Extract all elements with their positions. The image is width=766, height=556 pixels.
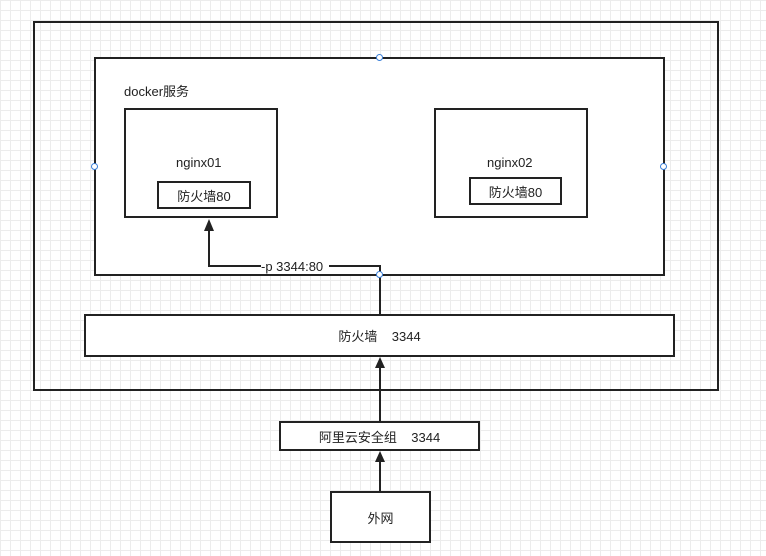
port-mapping-label: -p 3344:80 [261, 259, 324, 274]
docker-service-label: docker服务 [124, 84, 190, 99]
container-nginx01-firewall: 防火墙80 [157, 181, 251, 209]
arrowhead-security-group [375, 451, 385, 462]
container-nginx02-firewall: 防火墙80 [469, 177, 562, 205]
aliyun-security-group-box: 阿里云安全组 3344 [279, 421, 480, 451]
selection-handle-right[interactable] [660, 163, 667, 170]
selection-handle-left[interactable] [91, 163, 98, 170]
container-nginx01-name: nginx01 [176, 155, 222, 170]
selection-handle-top[interactable] [376, 54, 383, 61]
arrowhead-host-firewall [375, 357, 385, 368]
host-server-box [33, 21, 719, 391]
container-nginx02-name: nginx02 [487, 155, 533, 170]
selection-handle-bottom[interactable] [376, 271, 383, 278]
external-network-box: 外网 [330, 491, 431, 543]
arrowhead-nginx01 [204, 219, 214, 231]
host-firewall-box: 防火墙 3344 [84, 314, 675, 357]
